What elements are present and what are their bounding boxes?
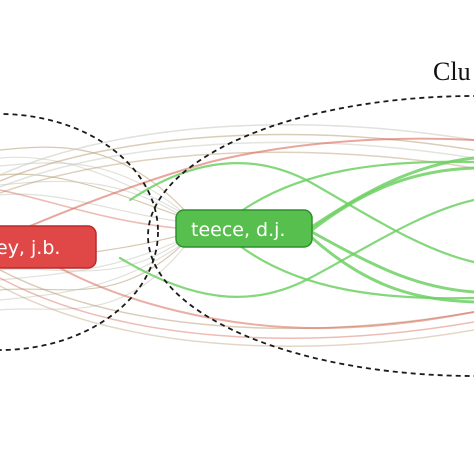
edge-link (0, 124, 474, 176)
edge-link (118, 198, 474, 298)
edge-link (0, 180, 191, 222)
left-cluster-outline (0, 113, 159, 351)
edge-link (0, 269, 474, 330)
node-ey-jb-box (0, 225, 97, 269)
edge-link (0, 151, 474, 194)
edge-link (238, 160, 474, 214)
node-ey-jb-label: ey, j.b. (0, 237, 60, 259)
edge-link (0, 189, 177, 229)
edge-link (0, 141, 474, 188)
node-teece-dj-label: teece, d.j. (191, 219, 285, 241)
edge-link (0, 233, 191, 272)
node-teece-dj-box (175, 209, 313, 248)
edge-link (0, 237, 191, 301)
edge-link (59, 267, 474, 330)
edge-layer (0, 124, 474, 347)
edge-link (238, 244, 474, 300)
edge-link (29, 137, 474, 227)
edge-link (0, 285, 474, 347)
edge-link (310, 166, 474, 232)
node-ey-jb[interactable]: ey, j.b. (0, 225, 97, 269)
edge-link (308, 234, 474, 304)
edge-link (0, 234, 191, 281)
edge-link (0, 193, 191, 224)
edge-link (0, 156, 191, 218)
edge-link (0, 277, 474, 339)
edge-link (0, 173, 191, 221)
edge-link (0, 236, 191, 291)
edge-link (310, 230, 474, 294)
node-teece-dj[interactable]: teece, d.j. (175, 209, 313, 248)
edge-link (0, 133, 474, 182)
edge-link (0, 162, 191, 219)
edge-link (0, 239, 191, 311)
cluster-title: Clu (433, 57, 471, 86)
